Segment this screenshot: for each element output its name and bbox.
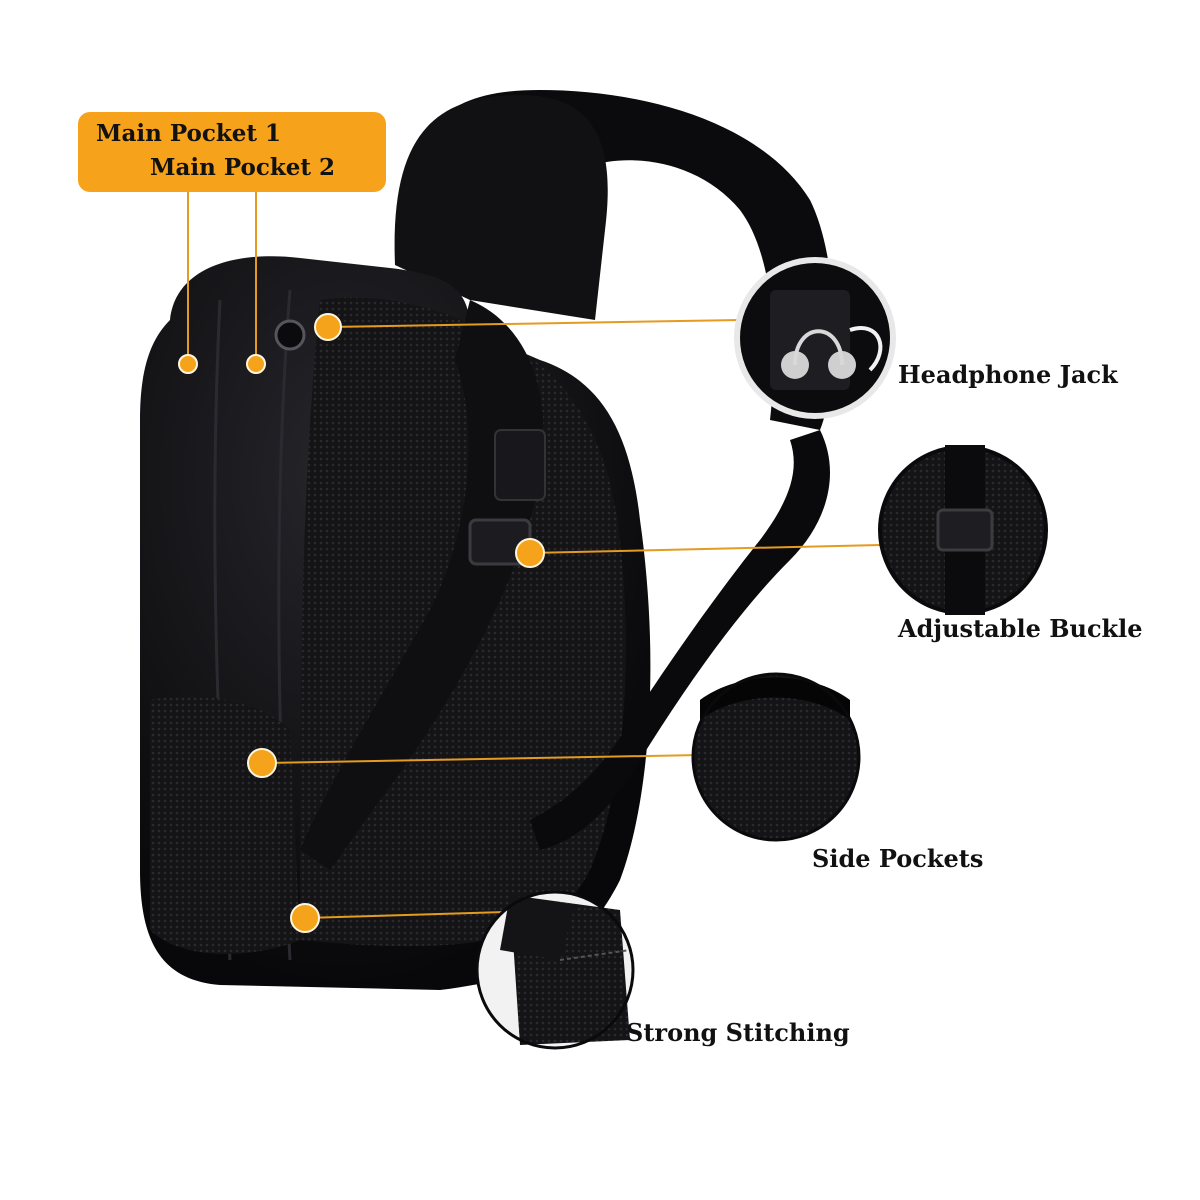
strong-stitching-label: Strong Stitching [626, 1018, 850, 1047]
lower-strap [530, 430, 830, 850]
callout-markers [178, 313, 545, 933]
main-pocket-1-label: Main Pocket 1 [96, 120, 282, 147]
strap-loop [494, 429, 546, 501]
side-pockets-detail [691, 672, 861, 842]
adjustable-buckle-label: Adjustable Buckle [898, 614, 1143, 643]
callout-lines [187, 192, 881, 919]
headphone-port [274, 319, 306, 351]
top-handle-padding [394, 95, 608, 320]
back-strap [300, 300, 544, 870]
headphone-jack-label: Headphone Jack [898, 360, 1118, 389]
main-pocket-label-box [78, 112, 386, 192]
strong-stitching-detail [475, 890, 635, 1050]
adjustable-buckle-detail [878, 445, 1048, 615]
side-pockets-label: Side Pockets [812, 844, 984, 873]
side-mesh-pocket [150, 696, 300, 954]
main-pocket-2-label: Main Pocket 2 [150, 154, 336, 181]
headphone-jack-detail [734, 257, 896, 419]
